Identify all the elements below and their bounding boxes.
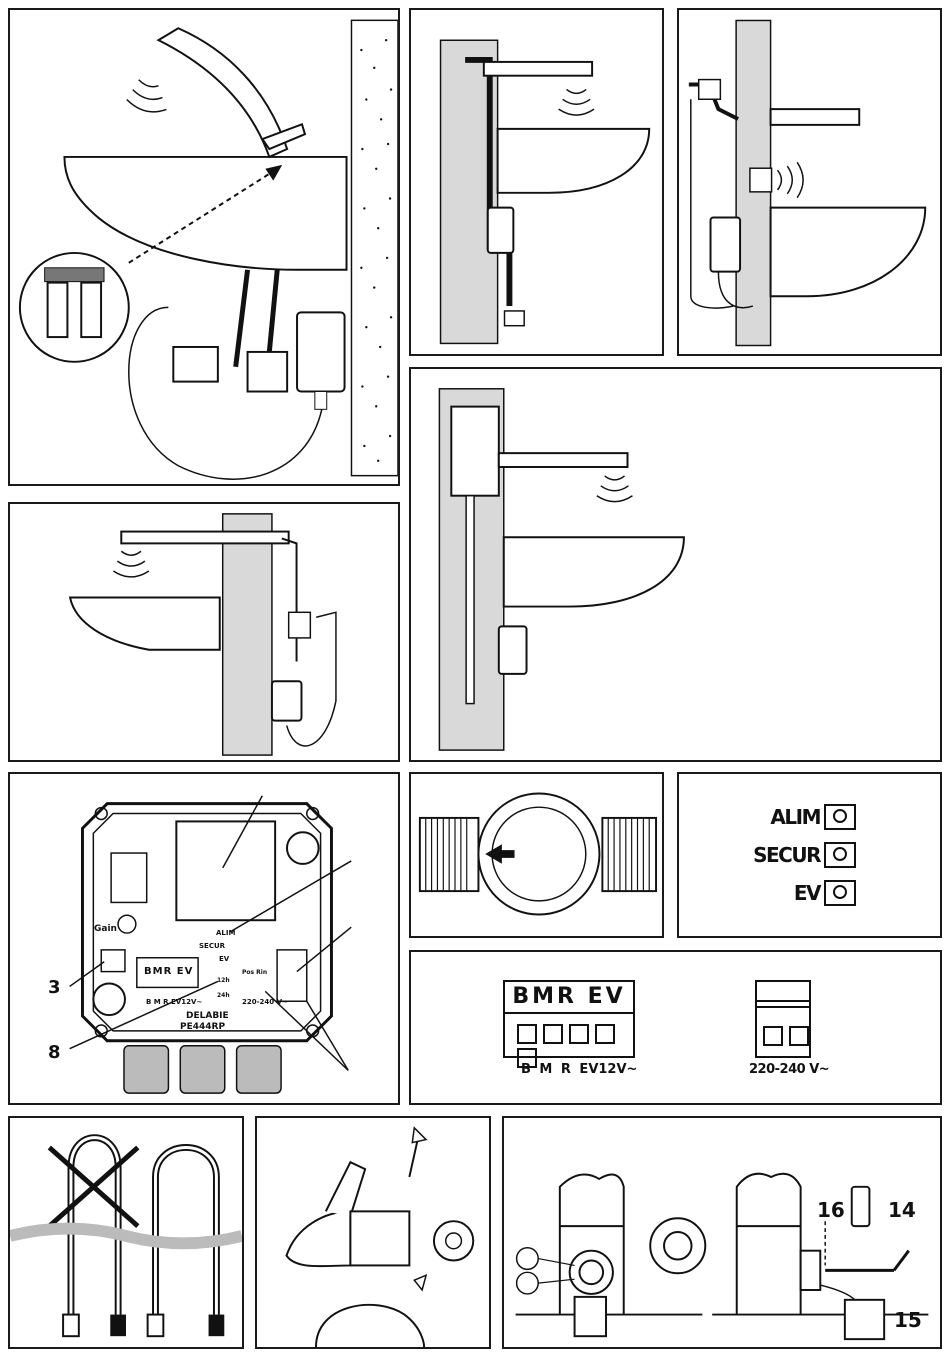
sensor-wave — [113, 551, 148, 577]
flexible-hose — [155, 1147, 216, 1314]
wall-texture — [223, 514, 272, 755]
panel-spout-disassembly — [255, 1116, 491, 1349]
panel-install-in-wall — [409, 8, 664, 356]
pcb-led-ev: EV — [219, 955, 229, 963]
maintenance-drawing — [504, 1118, 940, 1347]
wash-basin — [70, 598, 220, 650]
indicator-ev-label: EV — [794, 881, 820, 905]
callout-8: 8 — [48, 1042, 61, 1063]
wash-basin — [771, 208, 926, 297]
terminal-header: BMR EV — [505, 982, 633, 1014]
panel-install-wall-mount — [8, 502, 400, 762]
spout — [484, 62, 592, 76]
socket-ev1 — [595, 1024, 615, 1044]
socket-l — [763, 1026, 783, 1046]
pcb-terminal-sublabels: B M R EV12V~ — [146, 998, 202, 1006]
spout — [499, 453, 628, 467]
pcb-24h-label: 24h — [217, 992, 230, 999]
panel-pcb-control-box: Gain BMR EV B M R EV12V~ ALIM SECUR EV 1… — [8, 772, 400, 1105]
wash-basin — [504, 537, 684, 606]
in-wall-drawing — [411, 10, 662, 354]
pcb-led-secur: SECUR — [199, 942, 225, 950]
solenoid-valve — [505, 311, 525, 326]
indicator-secur-label: SECUR — [753, 843, 820, 867]
spout — [771, 109, 860, 125]
solenoid-valve — [699, 80, 721, 100]
indicator-alim-label: ALIM — [770, 805, 820, 829]
panel-solenoid-valve — [409, 772, 664, 938]
solenoid-valve — [173, 347, 218, 382]
wall-mount-drawing — [10, 504, 398, 760]
arrow-up-icon — [414, 1275, 426, 1290]
wash-basin — [498, 129, 650, 193]
panel-maintenance: 14 15 16 — [502, 1116, 942, 1349]
indicator-alim-led-icon — [824, 804, 856, 830]
pcb-power-label: 220-240 V~ — [242, 998, 288, 1006]
solenoid-valve-drawing — [411, 774, 662, 936]
control-box — [451, 407, 499, 496]
pcb-12h-label: 12h — [217, 977, 230, 984]
sensor-wave — [597, 476, 633, 502]
socket-b — [517, 1024, 537, 1044]
under-basin-drawing — [10, 10, 398, 484]
pcb-pos-label: Pos Rin — [242, 969, 267, 976]
panel-install-concealed-box — [409, 367, 942, 762]
sensor-wave — [127, 80, 167, 112]
spout — [121, 532, 288, 544]
terminal-sublabels: B M R EV12V~ — [521, 1062, 637, 1077]
solenoid-valve — [289, 612, 311, 638]
callout-16: 16 — [817, 1198, 845, 1222]
pcb-drawing — [10, 774, 398, 1103]
sensor-wave — [777, 162, 803, 197]
panel-install-under-basin — [8, 8, 400, 486]
spout-disassembly-drawing — [257, 1118, 489, 1347]
panel-led-indicators: ALIM SECUR EV — [677, 772, 942, 938]
callout-14: 14 — [888, 1198, 916, 1222]
control-box — [488, 208, 514, 253]
socket-r — [569, 1024, 589, 1044]
terminal-block-power — [755, 980, 811, 1058]
hose-bending-drawing — [10, 1118, 242, 1347]
indicator-ev: EV — [794, 880, 856, 906]
pcb-model: PE444RP — [180, 1022, 225, 1032]
callout-15: 15 — [894, 1308, 922, 1332]
arrow-up-icon — [412, 1128, 426, 1143]
control-box — [711, 217, 741, 271]
through-wall-drawing — [679, 10, 940, 354]
pcb-terminal-header: BMR EV — [144, 966, 193, 977]
power-sockets — [763, 1026, 809, 1050]
power-label: 220-240 V~ — [749, 1062, 829, 1077]
gain-label: Gain — [94, 924, 117, 934]
indicator-ev-led-icon — [824, 880, 856, 906]
panel-install-through-wall — [677, 8, 942, 356]
terminal-block-bmrev: BMR EV — [503, 980, 635, 1058]
socket-n — [789, 1026, 809, 1046]
pcb-brand: DELABIE — [186, 1011, 229, 1021]
control-box — [272, 681, 302, 720]
concealed-box-drawing — [411, 369, 940, 760]
indicator-secur: SECUR — [753, 842, 856, 868]
panel-terminal-blocks: BMR EV B M R EV12V~ 220-240 V~ — [409, 950, 942, 1105]
indicator-alim: ALIM — [770, 804, 856, 830]
panel-hose-bending — [8, 1116, 244, 1349]
callout-3: 3 — [48, 977, 61, 998]
control-box — [297, 312, 345, 391]
socket-m — [543, 1024, 563, 1044]
indicator-secur-led-icon — [824, 842, 856, 868]
sensor-wave — [559, 89, 594, 115]
spout — [287, 1211, 351, 1266]
pcb-led-alim: ALIM — [216, 929, 235, 937]
